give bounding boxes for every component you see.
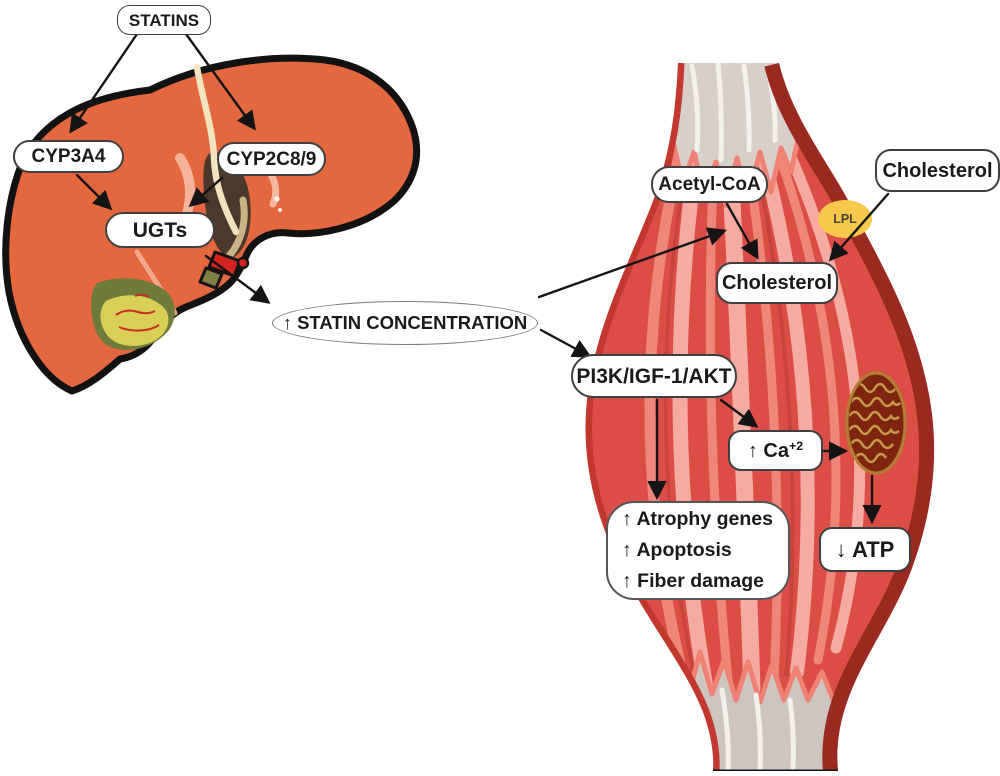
calcium-text: ↑ Ca	[747, 439, 789, 462]
arrow-statins-to-cyp3a4	[69, 32, 139, 134]
calcium-superscript: +2	[788, 439, 804, 454]
falciform-ligament	[193, 63, 240, 236]
cyp2c89-text: CYP2C8/9	[226, 148, 317, 170]
fiber-damage-text: ↑ Fiber damage	[622, 570, 764, 592]
arrow-liver-to-statin-concentration	[204, 254, 271, 304]
arrow-cholesterol-via-lpl	[828, 192, 890, 262]
lpl-text: LPL	[833, 212, 857, 227]
arrow-statin-to-muscle	[537, 227, 728, 299]
cyp3a4-text: CYP3A4	[31, 146, 106, 167]
mitochondria-icon	[845, 371, 907, 475]
cholesterol-external-text: Cholesterol	[882, 159, 993, 182]
cholesterol-external-label: Cholesterol	[875, 149, 1000, 192]
statins-label: STATINS	[117, 5, 211, 35]
pi3k-label: PI3K/IGF-1/AKT	[571, 354, 737, 398]
arrow-cyp2c89-to-ugts	[188, 176, 224, 208]
statin-concentration-text: ↑ STATIN CONCENTRATION	[282, 311, 528, 333]
statin-concentration-label: ↑ STATIN CONCENTRATION	[272, 301, 538, 345]
lpl-label: LPL	[818, 201, 872, 238]
arrow-cyp3a4-to-ugts	[75, 173, 113, 211]
cholesterol-muscle-text: Cholesterol	[721, 272, 833, 294]
arrow-pi3k-to-calcium	[719, 398, 759, 428]
arrow-acetylcoa-to-cholesterol	[725, 202, 759, 260]
cyp2c89-label: CYP2C8/9	[217, 142, 326, 176]
arrow-statins-to-cyp2c89	[184, 32, 256, 131]
atrophy-effects-label: ↑ Atrophy genes ↑ Apoptosis ↑ Fiber dama…	[606, 501, 790, 600]
atp-text: ↓ ATP	[835, 536, 895, 562]
acetyl-coa-text: Acetyl-CoA	[658, 174, 761, 195]
liver-highlight	[175, 153, 196, 221]
pi3k-text: PI3K/IGF-1/AKT	[576, 364, 732, 388]
ugts-label: UGTs	[105, 212, 215, 248]
acetyl-coa-label: Acetyl-CoA	[651, 166, 768, 203]
atp-label: ↓ ATP	[819, 527, 911, 572]
arrow-statin-to-pi3k	[539, 328, 592, 358]
calcium-label: ↑ Ca+2	[728, 430, 823, 471]
atrophy-genes-text: ↑ Atrophy genes	[622, 508, 773, 530]
apoptosis-text: ↑ Apoptosis	[622, 539, 732, 561]
statins-text: STATINS	[128, 10, 200, 30]
cholesterol-muscle-label: Cholesterol	[716, 262, 838, 304]
cyp3a4-label: CYP3A4	[13, 140, 124, 173]
arrows	[69, 32, 890, 525]
gallbladder	[91, 278, 175, 350]
ugts-text: UGTs	[132, 218, 188, 242]
